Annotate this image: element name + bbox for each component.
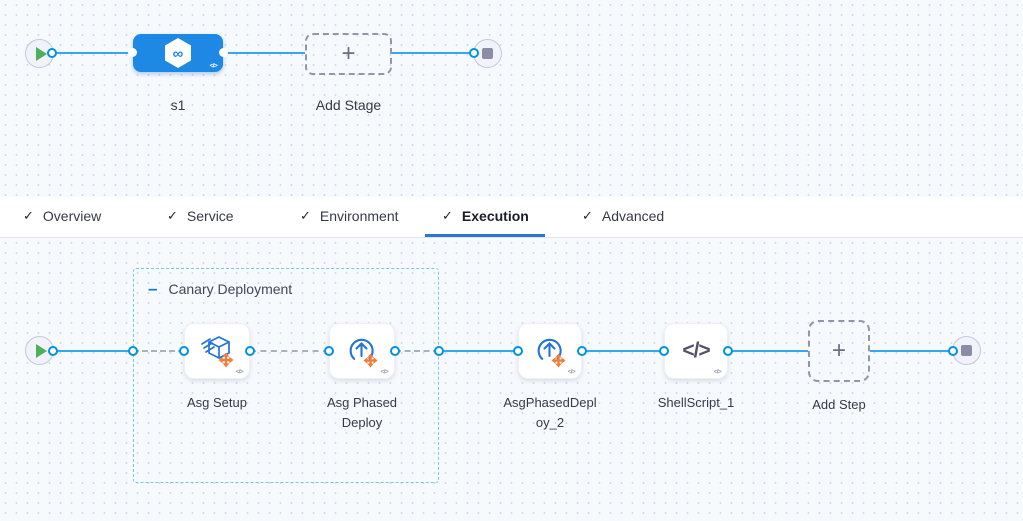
add-step-button[interactable]: + [808,320,870,382]
step-card-shellscript-1[interactable]: </> </> [664,323,728,379]
cd-stage-hexagon-icon: ∞ [165,38,191,68]
step-card-asg-phased-deploy[interactable]: </> [329,323,395,379]
flow-line-dashed [395,350,439,352]
phased-deploy-icon [349,338,378,368]
code-view-icon[interactable]: </> [210,61,218,70]
tab-service[interactable]: ✓ Service [167,208,234,224]
flow-line [223,52,305,54]
connector-dot [128,48,137,57]
flow-line-dashed [133,350,184,352]
connector-dot [434,346,444,356]
check-icon: ✓ [167,208,178,223]
connector-dot [948,346,958,356]
flow-line-dashed [250,350,329,352]
connector-dot [324,346,334,356]
execution-graph-canvas: – Canary Deployment [0,238,1023,521]
flow-line [582,350,664,352]
stop-icon [482,48,493,59]
group-header: – Canary Deployment [148,278,293,298]
connector-dot [47,48,57,58]
check-icon: ✓ [300,208,311,223]
connector-dot [179,346,189,356]
step-card-asg-phased-deploy-2[interactable]: </> [518,323,582,379]
collapse-group-button[interactable]: – [148,278,158,298]
connector-dot [128,346,138,356]
code-view-icon[interactable]: </> [568,367,576,376]
flow-line [53,350,133,352]
step-label: ShellScript_1 [657,395,735,410]
step-card-asg-setup[interactable]: </> [184,323,250,379]
asg-setup-cube-icon [201,336,234,368]
connector-dot [513,346,523,356]
code-view-icon[interactable]: </> [714,367,722,376]
code-view-icon[interactable]: </> [236,367,244,376]
connector-dot [245,346,255,356]
add-stage-label: Add Stage [315,97,382,113]
stage-label: s1 [170,97,186,113]
add-step-label: Add Step [812,397,866,412]
flow-line [392,52,474,54]
active-tab-underline [425,234,545,237]
tab-advanced[interactable]: ✓ Advanced [582,208,665,224]
stop-icon [961,345,972,356]
tab-overview[interactable]: ✓ Overview [23,208,102,224]
connector-dot [577,346,587,356]
stage-graph-canvas: ∞ </> s1 + Add Stage [0,0,1023,197]
group-title: Canary Deployment [168,281,293,297]
check-icon: ✓ [23,208,34,223]
connector-dot [659,346,669,356]
tab-environment[interactable]: ✓ Environment [300,208,399,224]
tab-execution[interactable]: ✓ Execution [442,208,529,224]
connector-dot [219,48,228,57]
step-label: Asg Phased Deploy [326,395,398,431]
connector-dot [48,346,58,356]
step-label: Asg Setup [187,395,247,410]
play-icon [35,343,47,358]
shell-script-code-icon: </> [682,339,710,362]
code-view-icon[interactable]: </> [381,367,389,376]
play-icon [35,46,47,61]
connector-dot [469,48,479,58]
flow-line [870,350,953,352]
stage-config-tabbar: ✓ Overview ✓ Service ✓ Environment ✓ Exe… [0,197,1023,238]
connector-dot [390,346,400,356]
plus-icon: + [831,337,846,364]
add-stage-button[interactable]: + [305,33,392,75]
flow-line [52,52,133,54]
flow-line [728,350,808,352]
plus-icon: + [341,40,356,67]
phased-deploy-icon [537,338,566,368]
svg-text:∞: ∞ [173,46,184,63]
step-group-canary-deployment: – Canary Deployment [133,268,439,483]
step-label: AsgPhasedDeploy_2 [503,395,597,431]
check-icon: ✓ [442,208,453,223]
stage-card-s1[interactable]: ∞ </> [128,34,228,72]
connector-dot [723,346,733,356]
check-icon: ✓ [582,208,593,223]
flow-line [439,350,518,352]
